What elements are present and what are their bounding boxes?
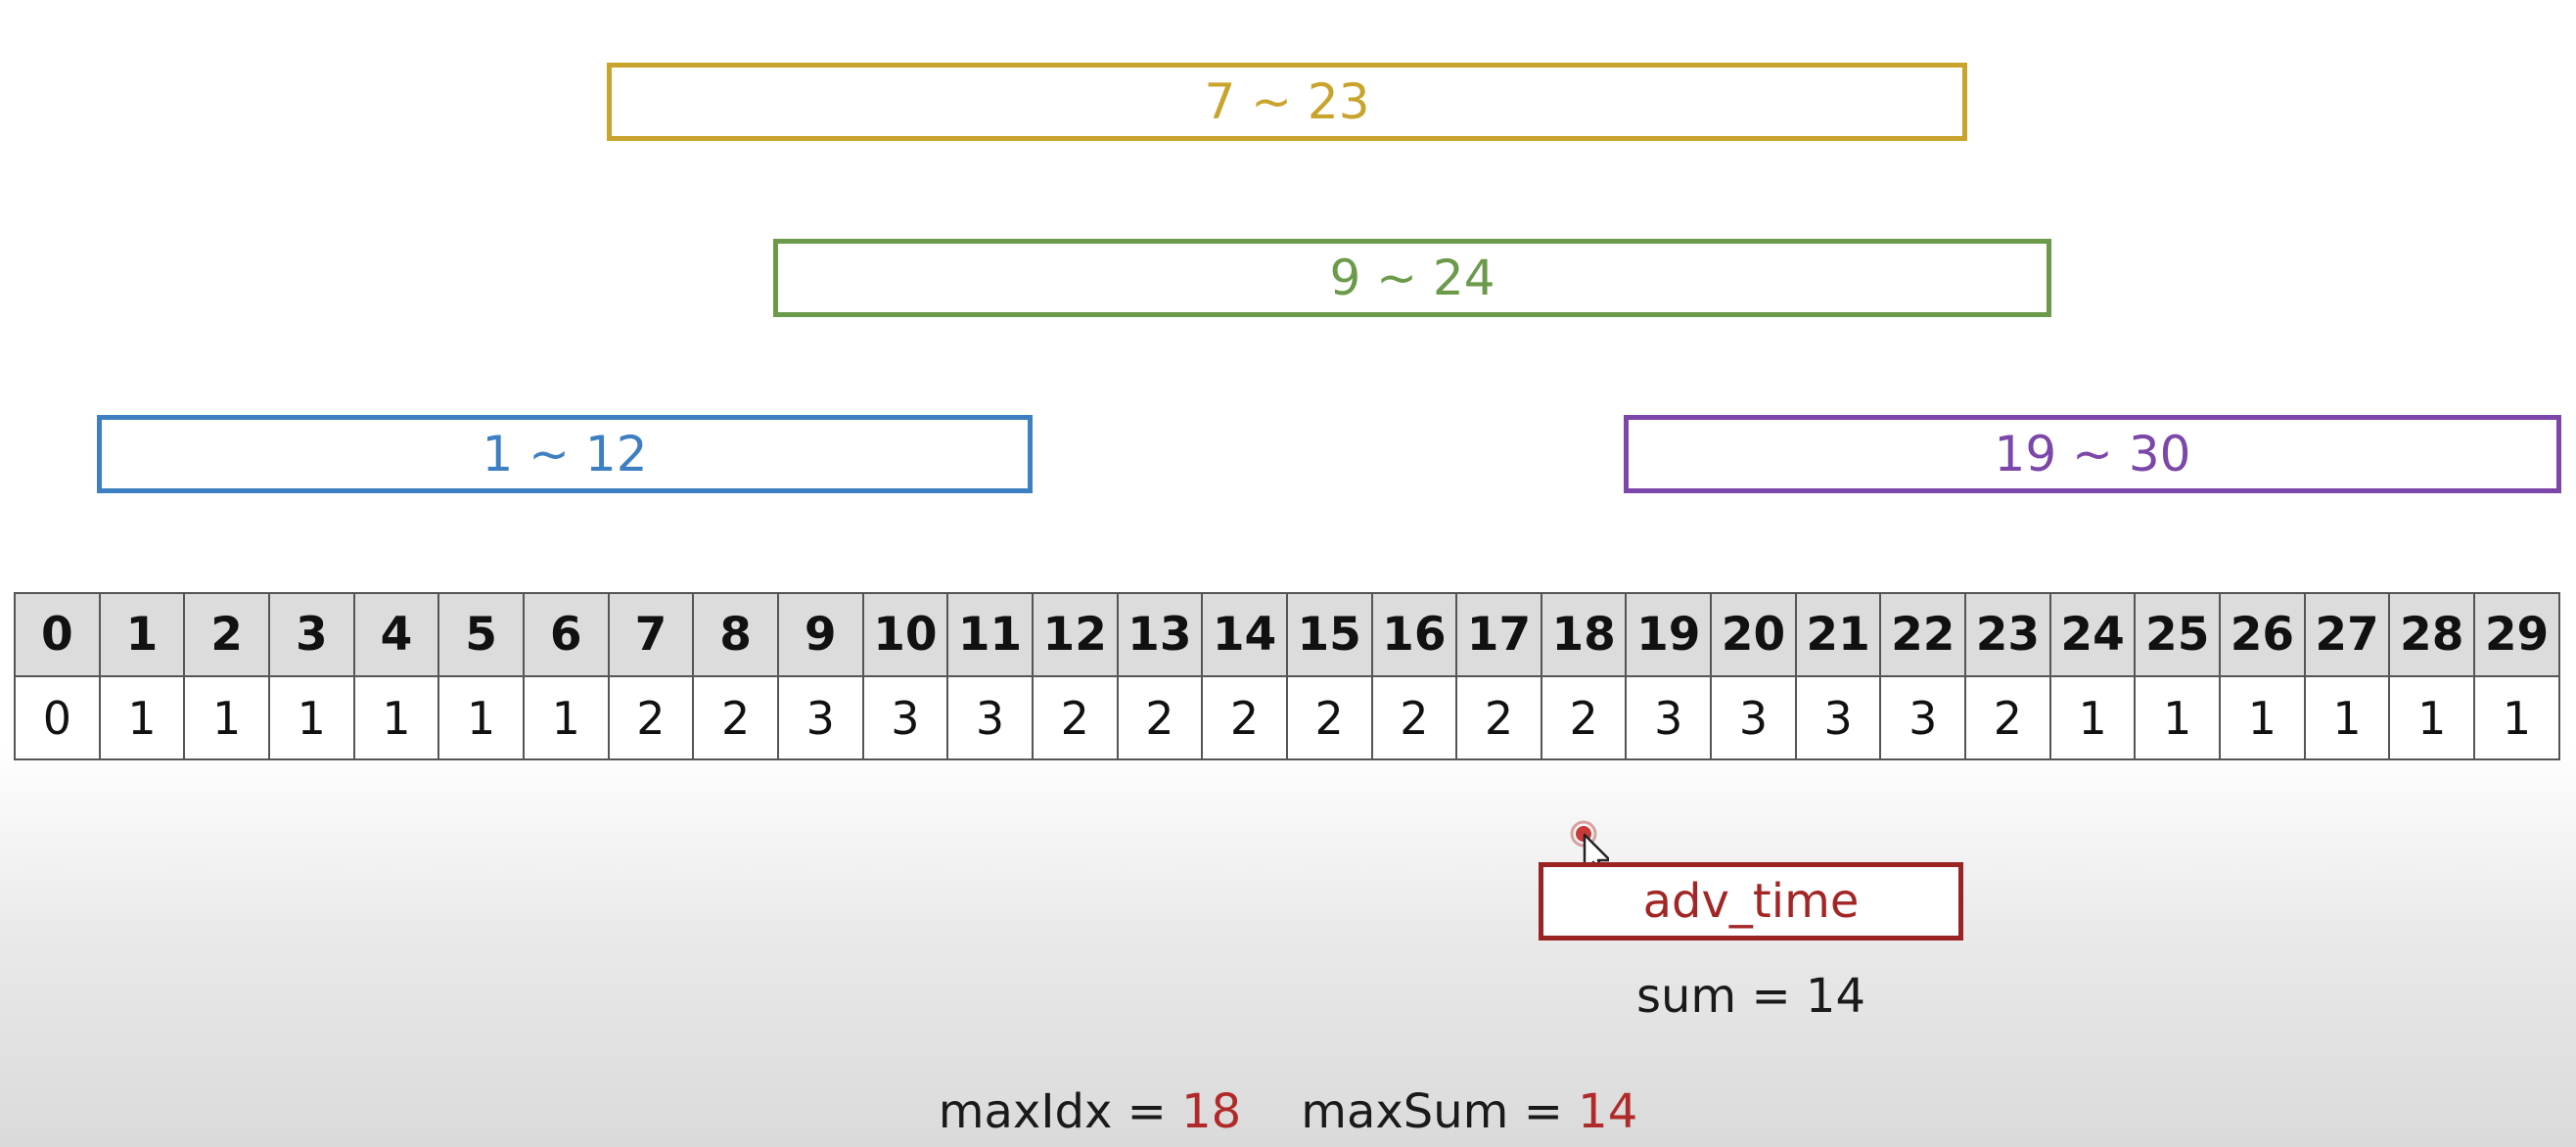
value-cell: 3 [1794,675,1882,760]
index-cell: 27 [2303,592,2391,677]
index-cell: 17 [1455,592,1542,677]
value-cell: 2 [1201,675,1288,760]
sum-label: sum [1636,969,1737,1024]
index-cell: 18 [1540,592,1628,677]
value-cell: 1 [437,675,525,760]
value-cell: 3 [776,675,864,760]
range-label: 7 ~ 23 [1204,73,1370,130]
max-idx-value: 18 [1181,1084,1242,1139]
range-label: 9 ~ 24 [1329,250,1495,306]
index-cell: 14 [1201,592,1288,677]
index-cell: 16 [1370,592,1458,677]
max-idx-label: maxIdx [938,1084,1113,1139]
adv-time-box: adv_time [1539,862,1963,941]
value-cell: 2 [1455,675,1542,760]
index-cell: 25 [2134,592,2222,677]
index-cell: 21 [1794,592,1882,677]
value-cell: 2 [1031,675,1119,760]
value-cell: 2 [1964,675,2051,760]
value-cell: 1 [2473,675,2560,760]
range-box-19-30: 19 ~ 30 [1624,415,2561,493]
result-line: maxIdx = 18 maxSum = 14 [0,1084,2576,1139]
index-cell: 10 [861,592,949,677]
value-cell: 0 [14,675,101,760]
index-cell: 29 [2473,592,2560,677]
range-label: 1 ~ 12 [482,426,648,482]
value-cell: 2 [692,675,779,760]
value-cell: 1 [98,675,186,760]
value-cell: 2 [1540,675,1628,760]
value-cell: 3 [861,675,949,760]
index-cell: 2 [183,592,270,677]
value-cell: 3 [1879,675,1967,760]
max-sum-label: maxSum [1301,1084,1509,1139]
index-cell: 24 [2048,592,2137,677]
index-cell: 6 [522,592,610,677]
value-cell: 1 [2303,675,2391,760]
max-sum-value: 14 [1578,1084,1638,1139]
value-cell: 2 [1370,675,1458,760]
max-idx-equals: = [1112,1084,1182,1139]
index-cell: 0 [14,592,101,677]
value-cell: 1 [183,675,270,760]
value-cell: 1 [2048,675,2137,760]
value-cell: 1 [267,675,355,760]
index-cell: 8 [692,592,779,677]
index-cell: 19 [1625,592,1713,677]
index-cell: 9 [776,592,864,677]
index-cell: 22 [1879,592,1967,677]
index-cell: 20 [1710,592,1797,677]
index-cell: 5 [437,592,525,677]
index-cell: 26 [2219,592,2306,677]
value-cell: 2 [1285,675,1373,760]
index-cell: 7 [607,592,695,677]
range-box-9-24: 9 ~ 24 [773,239,2051,317]
value-cell: 2 [1116,675,1204,760]
index-cell: 13 [1116,592,1204,677]
index-cell: 4 [352,592,440,677]
range-box-7-23: 7 ~ 23 [607,63,1967,141]
index-cell: 12 [1031,592,1119,677]
value-cell: 1 [522,675,610,760]
value-cell: 1 [2219,675,2306,760]
index-cell: 1 [98,592,186,677]
value-cell: 1 [352,675,440,760]
value-cell: 1 [2388,675,2476,760]
index-cell: 23 [1964,592,2051,677]
range-box-1-12: 1 ~ 12 [97,415,1033,493]
value-cell: 3 [946,675,1034,760]
range-label: 19 ~ 30 [1994,426,2191,482]
adv-time-label: adv_time [1642,874,1860,929]
index-cell: 15 [1285,592,1373,677]
value-cell: 2 [607,675,695,760]
value-cell: 1 [2134,675,2222,760]
sum-equals: = [1736,969,1806,1024]
index-cell: 11 [946,592,1034,677]
sum-line: sum = 14 [1539,969,1963,1024]
value-cell: 3 [1625,675,1713,760]
value-cell: 3 [1710,675,1797,760]
sum-value: 14 [1805,969,1865,1024]
index-cell: 28 [2388,592,2476,677]
index-cell: 3 [267,592,355,677]
max-sum-equals: = [1508,1084,1579,1139]
